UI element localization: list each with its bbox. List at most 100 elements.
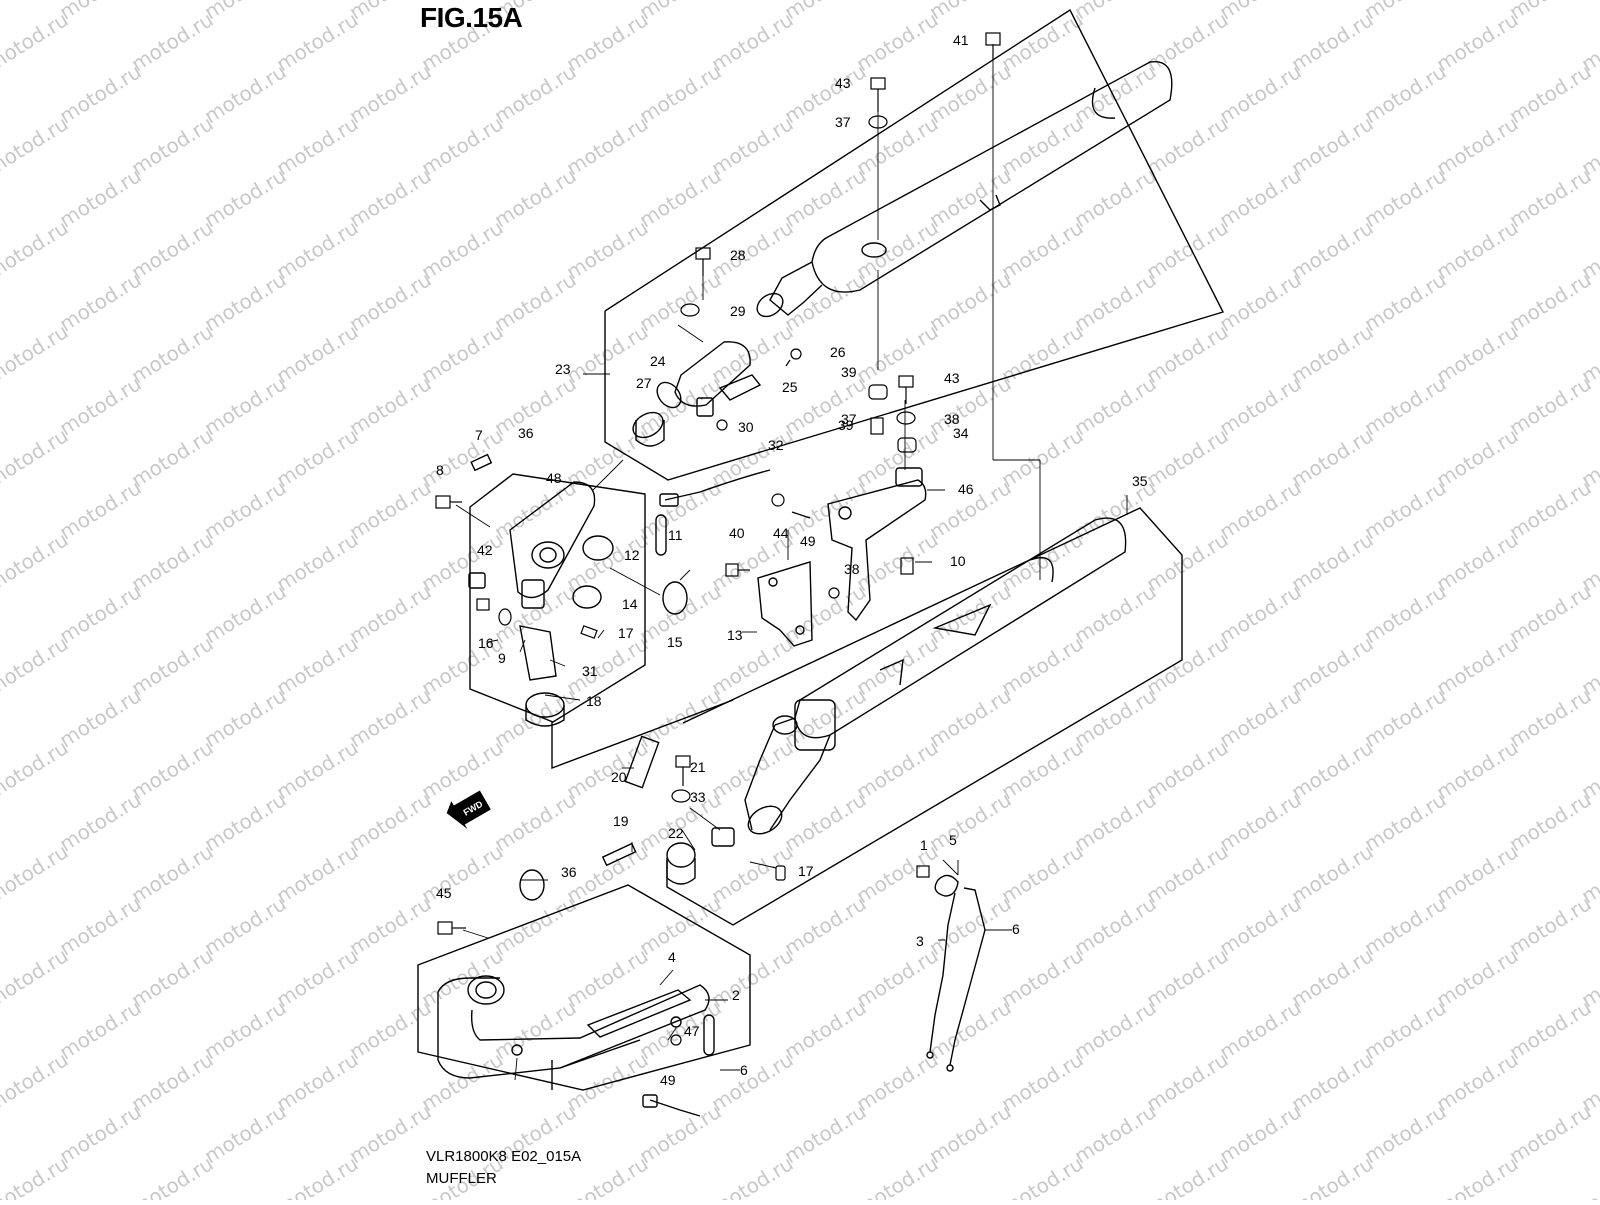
watermark-text: motod.ru [490, 579, 581, 648]
watermark-text: motod.ru [127, 1047, 218, 1116]
watermark-text: motod.ru [1215, 579, 1306, 648]
watermark-text: motod.ru [417, 631, 508, 700]
callout-49: 49 [660, 1072, 676, 1088]
washer-21 [672, 790, 690, 802]
watermark-text: motod.ru [1432, 943, 1523, 1012]
callout-15: 15 [667, 634, 683, 650]
callout-3: 3 [916, 933, 924, 949]
watermark-text: motod.ru [345, 891, 436, 960]
watermark-text: motod.ru [1287, 527, 1378, 596]
watermark-text: motod.ru [1287, 1151, 1378, 1200]
collar-38 [871, 418, 883, 434]
watermark-text: motod.ru [1142, 7, 1233, 76]
watermark-text: motod.ru [490, 995, 581, 1064]
watermark-text: motod.ru [997, 319, 1088, 388]
watermark-text: motod.ru [997, 423, 1088, 492]
watermark-text: motod.ru [925, 371, 1016, 440]
callout-24: 24 [650, 353, 666, 369]
watermark-text: motod.ru [200, 995, 291, 1064]
callout-20: 20 [611, 769, 627, 785]
watermark-text: motod.ru [272, 527, 363, 596]
callout-49: 49 [800, 533, 816, 549]
watermark-text: motod.ru [635, 267, 726, 336]
watermark-text: motod.ru [417, 319, 508, 388]
watermark-text: motod.ru [1287, 1047, 1378, 1116]
watermark-text: motod.ru [0, 1047, 72, 1116]
front-muffler-body [743, 518, 1125, 839]
watermark-text: motod.ru [1142, 631, 1233, 700]
watermark-text: motod.ru [1142, 111, 1233, 180]
watermark-text: motod.ru [0, 215, 72, 284]
watermark-text: motod.ru [925, 683, 1016, 752]
watermark-text: motod.ru [1215, 371, 1306, 440]
watermark-text: motod.ru [127, 7, 218, 76]
watermark-text: motod.ru [200, 579, 291, 648]
watermark-text: motod.ru [852, 423, 943, 492]
watermark-text: motod.ru [272, 631, 363, 700]
joint-19 [667, 843, 695, 867]
watermark-text: motod.ru [127, 839, 218, 908]
watermark-text: motod.ru [417, 839, 508, 908]
callout-12: 12 [624, 547, 640, 563]
callout-44: 44 [773, 525, 789, 541]
watermark-text: motod.ru [55, 683, 146, 752]
watermark-text: motod.ru [780, 995, 871, 1064]
callout-2: 2 [732, 987, 740, 1003]
watermark-text: motod.ru [562, 7, 653, 76]
watermark-text: motod.ru [925, 787, 1016, 856]
watermark-text: motod.ru [1432, 1047, 1523, 1116]
callout-42: 42 [477, 542, 493, 558]
watermark-text: motod.ru [997, 1151, 1088, 1200]
watermark-text: motod.ru [925, 891, 1016, 960]
watermark-text: motod.ru [852, 215, 943, 284]
callout-7: 7 [475, 427, 483, 443]
watermark-text: motod.ru [272, 1047, 363, 1116]
watermark-text: motod.ru [997, 1047, 1088, 1116]
watermark-text: motod.ru [562, 215, 653, 284]
watermark-text: motod.ru [997, 527, 1088, 596]
watermark-text: motod.ru [200, 787, 291, 856]
watermark-text: motod.ru [0, 7, 72, 76]
watermark-text: motod.ru [707, 1151, 798, 1200]
watermark-text: motod.ru [1215, 787, 1306, 856]
watermark-text: motod.ru [200, 163, 291, 232]
callout-13: 13 [727, 627, 743, 643]
watermark-text: motod.ru [55, 371, 146, 440]
watermark-text: motod.ru [1142, 215, 1233, 284]
watermark-text: motod.ru [1360, 267, 1451, 336]
grommet-39 [869, 385, 887, 399]
watermark-text: motod.ru [1360, 683, 1451, 752]
watermark-text: motod.ru [1505, 0, 1596, 24]
callout-30: 30 [738, 419, 754, 435]
watermark-text: motod.ru [707, 839, 798, 908]
watermark-text: motod.ru [780, 59, 871, 128]
watermark-text: motod.ru [1505, 267, 1596, 336]
watermark-text: motod.ru [1505, 787, 1596, 856]
callout-40: 40 [729, 525, 745, 541]
watermark-text: motod.ru [272, 111, 363, 180]
watermark-text: motod.ru [345, 683, 436, 752]
watermark-text: motod.ru [1432, 7, 1523, 76]
watermark-text: motod.ru [852, 631, 943, 700]
watermark-text: motod.ru [997, 839, 1088, 908]
watermark-text: motod.ru [1287, 839, 1378, 908]
watermark-text: motod.ru [1070, 891, 1161, 960]
watermark-text: motod.ru [345, 163, 436, 232]
watermark-text: motod.ru [1215, 995, 1306, 1064]
watermark-text: motod.ru [0, 735, 72, 804]
watermark-text: motod.ru [127, 735, 218, 804]
watermark-text: motod.ru [1215, 683, 1306, 752]
watermark-text: motod.ru [1360, 371, 1451, 440]
watermark-text: motod.ru [0, 527, 72, 596]
callout-43: 43 [944, 370, 960, 386]
bolt-43b [899, 376, 913, 404]
watermark-text: motod.ru [55, 787, 146, 856]
callout-47: 47 [684, 1023, 700, 1039]
callout-19: 19 [613, 813, 629, 829]
watermark-text: motod.ru [272, 735, 363, 804]
callout-48: 48 [546, 470, 562, 486]
callout-25: 25 [782, 379, 798, 395]
watermark-text: motod.ru [1360, 163, 1451, 232]
watermark-text: motod.ru [635, 163, 726, 232]
